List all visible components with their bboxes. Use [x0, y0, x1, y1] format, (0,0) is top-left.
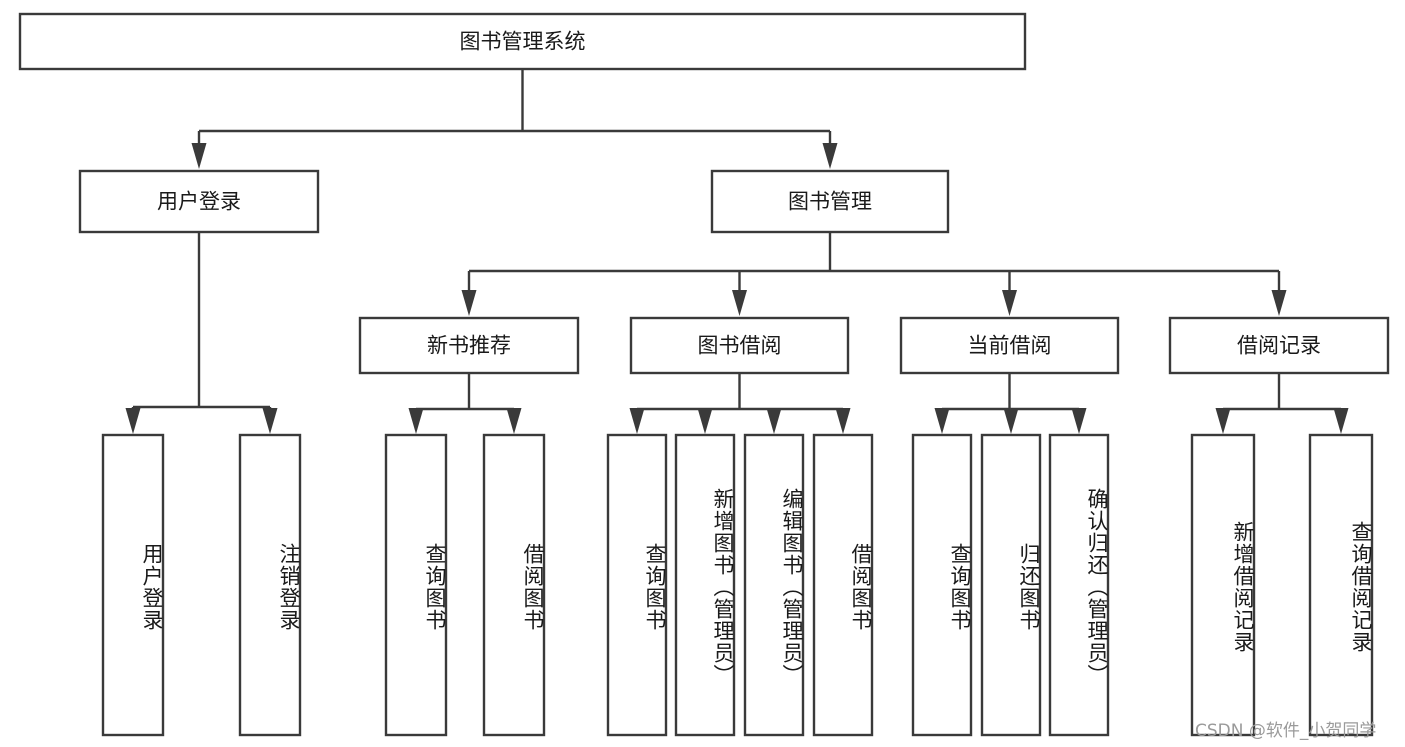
arrow-head-leaf-3-1 [1003, 408, 1019, 434]
arrow-head-level2-1 [822, 143, 838, 169]
arrow-head-level3-2 [1002, 290, 1017, 316]
node-box-level3-1[interactable] [629, 316, 850, 375]
node-box-leaf-6[interactable] [743, 433, 805, 737]
node-label-level2-1: 图书管理 [788, 190, 872, 214]
node-label-level3-1: 图书借阅 [698, 334, 782, 358]
node-box-level3-0[interactable] [358, 316, 580, 375]
arrow-head-leaf-0-1 [262, 408, 278, 434]
node-box-leaf-4[interactable] [606, 433, 668, 737]
arrow-head-leaf-2-3 [835, 408, 851, 434]
node-box-leaf-11[interactable] [1190, 433, 1256, 737]
arrow-head-leaf-0-0 [125, 408, 141, 434]
node-box-leaf-8[interactable] [911, 433, 973, 737]
arrow-head-leaf-1-1 [506, 408, 522, 434]
node-box-layer [18, 12, 1390, 737]
arrow-head-leaf-2-2 [766, 408, 782, 434]
node-box-level2-0[interactable] [78, 169, 320, 234]
arrow-head-level3-0 [461, 290, 477, 316]
node-label-level3-0: 新书推荐 [427, 334, 511, 358]
arrow-head-leaf-4-1 [1333, 408, 1349, 434]
node-box-leaf-7[interactable] [812, 433, 874, 737]
node-box-leaf-9[interactable] [980, 433, 1042, 737]
node-box-leaf-5[interactable] [674, 433, 736, 737]
connector-layer [125, 69, 1349, 434]
arrow-head-leaf-3-0 [934, 408, 950, 434]
arrow-head-leaf-1-0 [408, 408, 424, 434]
arrow-head-level3-1 [732, 290, 747, 316]
node-label-level3-3: 借阅记录 [1237, 334, 1321, 358]
node-box-leaf-2[interactable] [384, 433, 448, 737]
node-box-level3-3[interactable] [1168, 316, 1390, 375]
node-box-leaf-0[interactable] [101, 433, 165, 737]
arrow-head-leaf-3-2 [1071, 408, 1087, 434]
node-box-level3-2[interactable] [899, 316, 1120, 375]
node-box-leaf-1[interactable] [238, 433, 302, 737]
node-box-leaf-3[interactable] [482, 433, 546, 737]
node-box-leaf-12[interactable] [1308, 433, 1374, 737]
node-box-level2-1[interactable] [710, 169, 950, 234]
arrow-head-leaf-4-0 [1215, 408, 1231, 434]
arrow-head-level2-0 [191, 143, 207, 169]
node-label-root: 图书管理系统 [460, 30, 586, 54]
arrow-head-level3-3 [1271, 290, 1287, 316]
node-label-level3-2: 当前借阅 [968, 334, 1052, 358]
node-label-level2-0: 用户登录 [157, 190, 241, 214]
csdn-watermark: CSDN @软件_小贺同学 [1195, 721, 1377, 741]
arrow-head-leaf-2-1 [697, 408, 713, 434]
node-box-leaf-10[interactable] [1048, 433, 1110, 737]
node-box-root[interactable] [18, 12, 1027, 71]
arrow-head-leaf-2-0 [629, 408, 645, 434]
